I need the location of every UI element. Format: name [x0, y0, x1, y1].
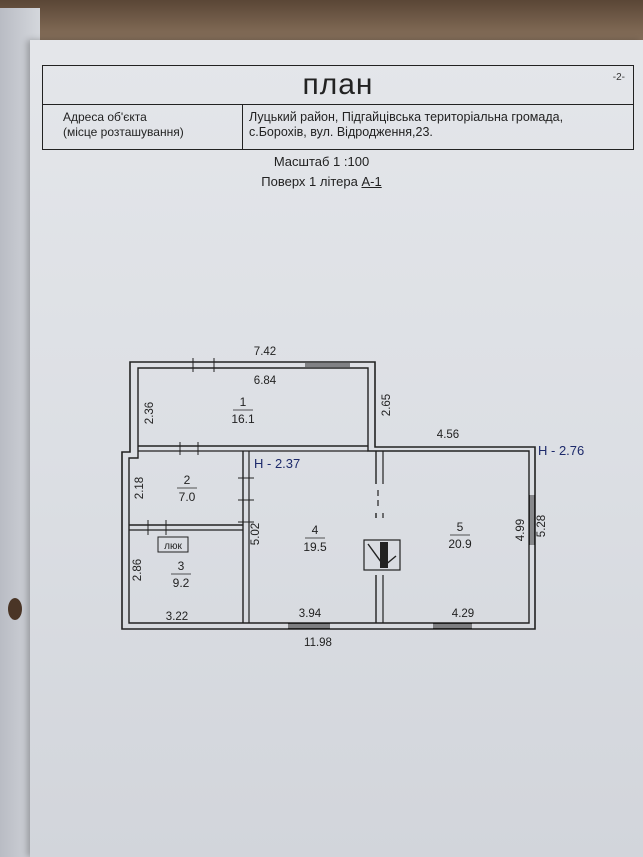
room-2: 2 7.0: [177, 473, 197, 504]
floor-line: Поверх 1 літера А-1: [0, 174, 643, 189]
address-label: Адреса об'єкта (місце розташування): [43, 104, 243, 149]
room-3: 3 9.2: [171, 559, 191, 590]
address-label-line2: (місце розташування): [63, 125, 184, 139]
room-4: 4 19.5: [303, 523, 327, 554]
address-label-line1: Адреса об'єкта: [63, 110, 147, 124]
door-marks: [147, 358, 254, 535]
dim-step-height: 2.65: [381, 394, 393, 416]
height-right: Н - 2.76: [538, 443, 584, 458]
stove-outline: [363, 539, 401, 571]
dimension-labels: 7.42 6.84 2.36 2.65 4.56 2.18 5.02 4.99 …: [132, 346, 548, 649]
dim-room4-height: 5.02: [250, 523, 262, 545]
address-value: Луцький район, Підгайцівська територіаль…: [249, 110, 629, 140]
room-area: 20.9: [448, 537, 472, 551]
room-area: 19.5: [303, 540, 327, 554]
door-room1: [179, 442, 199, 455]
room-number: 4: [312, 523, 319, 537]
height-labels: Н - 2.37 Н - 2.76: [254, 443, 584, 471]
dim-room3-width: 3.22: [166, 611, 188, 623]
outer-wall-line: [121, 361, 536, 630]
dim-right-top: 4.56: [437, 429, 459, 441]
height-left: Н - 2.37: [254, 456, 300, 471]
room-5: 5 20.9: [448, 520, 472, 551]
page-title: план: [302, 68, 374, 101]
page-number: -2-: [612, 72, 625, 83]
wooden-table: [0, 0, 643, 46]
dim-room4-width: 3.94: [299, 608, 322, 620]
room-area: 16.1: [231, 412, 255, 426]
room-1: 1 16.1: [231, 395, 255, 426]
floor-prefix: Поверх 1 літера: [261, 174, 362, 189]
hatch-box: [157, 536, 189, 553]
dim-room1-height: 2.36: [144, 402, 156, 424]
room-area: 9.2: [173, 576, 190, 590]
address-line2: с.Борохів, вул. Відродження,23.: [249, 125, 433, 139]
window-bottom-right: [433, 623, 472, 629]
windows: [288, 363, 535, 629]
title-row: план -2-: [43, 66, 633, 105]
hatch-label: люк: [164, 541, 182, 552]
dim-room5-outer: 5.28: [536, 515, 548, 537]
stove-icon: [363, 539, 401, 571]
door-room2: [238, 477, 254, 501]
room-number: 2: [184, 473, 191, 487]
dim-total-width: 11.98: [304, 637, 332, 649]
stove-chimney: [380, 542, 388, 568]
dim-room2-height: 2.18: [134, 477, 146, 499]
door-top: [192, 358, 215, 372]
header-table: план -2- Адреса об'єкта (місце розташува…: [42, 65, 634, 150]
room-area: 7.0: [179, 490, 196, 504]
document-page: [30, 40, 643, 857]
window-right: [529, 495, 535, 545]
room-labels: 1 16.1 2 7.0 3 9.2 4 19.5 5 20.9: [171, 395, 472, 590]
window-bottom-left: [288, 623, 330, 629]
inner-wall-line: [128, 367, 530, 624]
address-line1: Луцький район, Підгайцівська територіаль…: [249, 110, 564, 124]
window-top: [305, 363, 350, 369]
dim-room5-inner: 4.99: [515, 519, 527, 541]
room-number: 5: [457, 520, 464, 534]
dim-room5-width: 4.29: [452, 608, 474, 620]
room-number: 3: [178, 559, 185, 573]
scale-line: Масштаб 1 :100: [273, 154, 370, 169]
binder-hole: [8, 598, 22, 620]
walls: [121, 361, 536, 630]
room-number: 1: [240, 395, 247, 409]
door-room3: [147, 520, 167, 535]
floor-letter: А-1: [361, 174, 382, 189]
dim-top-inner: 6.84: [254, 375, 277, 387]
dim-top-outer: 7.42: [254, 346, 276, 358]
dim-room3-height: 2.86: [132, 559, 144, 581]
